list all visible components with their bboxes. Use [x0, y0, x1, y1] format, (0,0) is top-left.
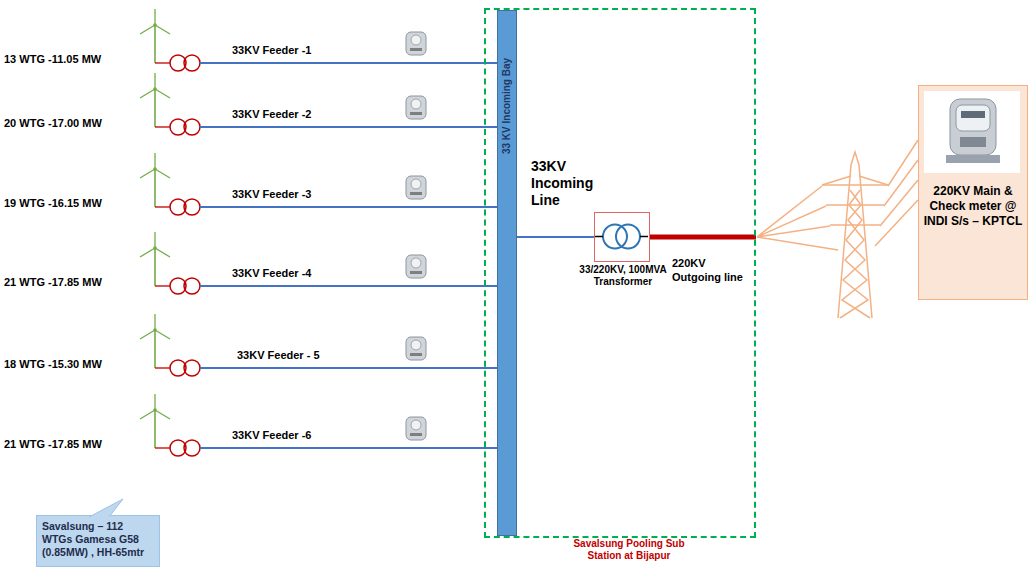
feeder-connector [517, 236, 594, 238]
feeder-rows [140, 9, 497, 456]
feeder-label: 33KV Feeder - 5 [237, 348, 320, 362]
node-text: Savalsung Pooling Sub Station at Bijapur [567, 538, 691, 562]
transformer-symbol [595, 213, 648, 260]
wtg-group-label: 18 WTG -15.30 MW [4, 357, 102, 371]
node-text: 220KV Main & Check meter @ INDI S/s – KP… [923, 184, 1023, 229]
feeder-label: 33KV Feeder -2 [232, 107, 311, 121]
node-text: 33 KV Incoming Bay [501, 58, 513, 154]
meter-box: 220KV Main & Check meter @ INDI S/s – KP… [918, 85, 1028, 300]
node-text: 33/220KV, 100MVA Transformer [558, 264, 688, 288]
line-label: 33KV Incoming Line [531, 158, 605, 209]
feeder-label: 33KV Feeder -4 [232, 266, 311, 280]
feeder-label: 33KV Feeder -1 [232, 43, 311, 57]
wtg-group-label: 21 WTG -17.85 MW [4, 437, 102, 451]
transmission-tower [757, 140, 918, 318]
wtg-group-label: 20 WTG -17.00 MW [4, 116, 102, 130]
wtg-group-label: 19 WTG -16.15 MW [4, 196, 102, 210]
power-transformer: 33/220KV, 100MVA Transformer [594, 212, 650, 262]
callout-pointer [89, 499, 129, 517]
feeder-label: 33KV Feeder -3 [232, 187, 311, 201]
wtg-group-label: 21 WTG -17.85 MW [4, 275, 102, 289]
meter-icon [924, 91, 1020, 173]
callout-box: Savalsung – 112 WTGs Gamesa G58 (0.85MW)… [36, 515, 160, 567]
node-text: Savalsung – 112 WTGs Gamesa G58 (0.85MW)… [42, 520, 154, 559]
outgoing-line [650, 235, 756, 240]
outgoing-line-label: 220KV Outgoing line [672, 256, 752, 284]
incoming-bay-bar: 33 KV Incoming Bay [497, 10, 517, 536]
feeder-label: 33KV Feeder -6 [232, 428, 311, 442]
wtg-group-label: 13 WTG -11.05 MW [4, 52, 101, 66]
